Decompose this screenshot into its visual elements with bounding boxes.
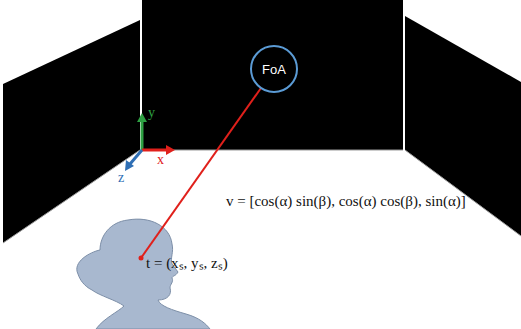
- head-silhouette: [77, 219, 210, 329]
- y-axis-head: [137, 113, 147, 122]
- head-point: [139, 256, 144, 261]
- y-axis: [141, 120, 144, 150]
- vector-formula: v = [cos(α) sin(β), cos(α) cos(β), sin(α…: [226, 193, 466, 210]
- axis-label: y: [148, 105, 155, 121]
- x-axis-head: [166, 145, 175, 155]
- z-axis: [130, 150, 142, 164]
- gaze-ray: [141, 88, 261, 258]
- axis-label: x: [157, 152, 164, 168]
- left-wall: [3, 20, 140, 243]
- x-axis: [142, 149, 168, 152]
- position-formula: t = (xₛ, yₛ, zₛ): [146, 252, 228, 272]
- focus-circle: FoA: [250, 45, 298, 93]
- axis-label: z: [118, 170, 124, 186]
- back-wall: [142, 0, 403, 150]
- z-axis-head: [125, 160, 134, 171]
- floor-edge: [142, 150, 403, 151]
- focus-label: FoA: [262, 62, 286, 77]
